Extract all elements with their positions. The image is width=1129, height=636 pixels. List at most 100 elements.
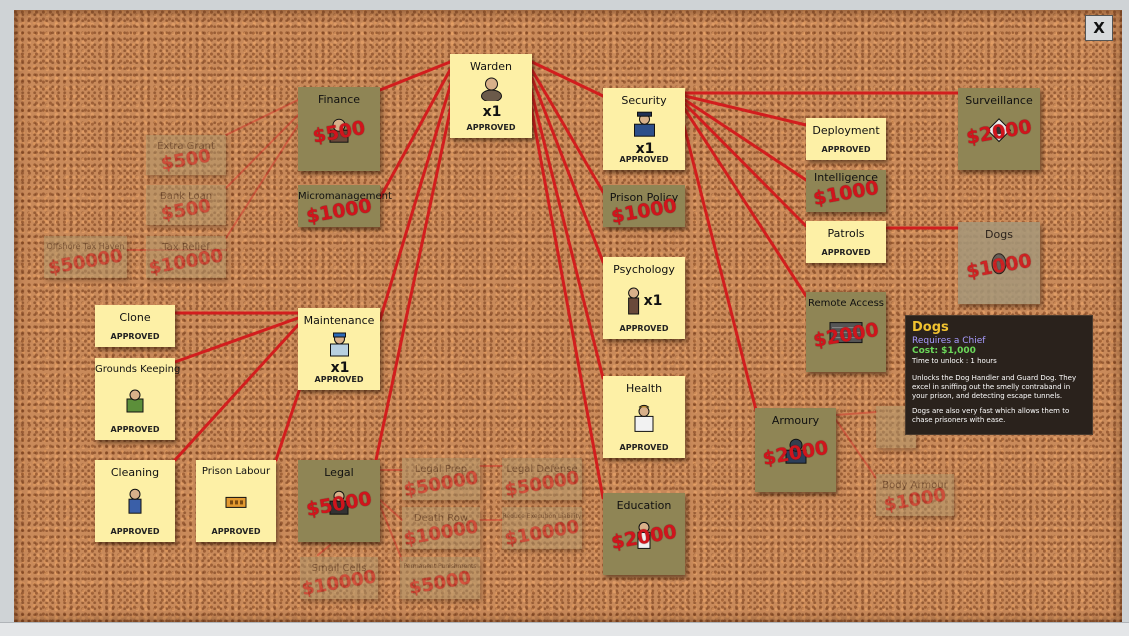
node-education[interactable]: Education $2000 (603, 493, 685, 575)
status-approved: APPROVED (211, 527, 261, 536)
staff-count: x1 (482, 103, 502, 120)
status-approved: APPROVED (466, 123, 516, 132)
teacher-icon (637, 521, 651, 549)
status-approved: APPROVED (619, 324, 669, 333)
node-title: Security (621, 94, 667, 107)
status-approved: APPROVED (619, 155, 669, 164)
node-security[interactable]: Security x1 APPROVED (603, 88, 685, 170)
chief-icon (633, 111, 655, 137)
node-title: Body Armour (882, 480, 948, 491)
node-title: Tax Relief (162, 242, 210, 253)
dog-icon (991, 253, 1007, 275)
education-portrait (635, 520, 653, 554)
status-approved: APPROVED (821, 145, 871, 154)
security-portrait: x1 (624, 110, 665, 157)
node-small-cells[interactable]: Small Cells $10000 (300, 557, 378, 600)
node-title: Psychology (613, 263, 675, 276)
node-finance[interactable]: Finance $500 (298, 87, 380, 171)
staff-count: x1 (643, 293, 663, 309)
node-death-row[interactable]: Death Row $10000 (402, 507, 480, 550)
staff-count: x1 (330, 359, 350, 376)
node-legal-defense[interactable]: Legal Defense $50000 (502, 458, 582, 501)
price-tag: $5000 (407, 567, 473, 600)
gardener-portrait (123, 387, 147, 417)
node-title: Permanent Punishments (403, 563, 477, 570)
node-title: Dogs (985, 228, 1013, 241)
node-title: Cleaning (110, 466, 160, 479)
node-dogs[interactable]: Dogs $1000 (958, 222, 1040, 304)
node-permanent-punishments[interactable]: Permanent Punishments $5000 (400, 557, 480, 599)
node-title: Death Row (413, 513, 469, 524)
node-remote-access[interactable]: Remote Access $2000 (806, 292, 886, 372)
node-offshore-tax-haven[interactable]: Offshore Tax Haven $50000 (44, 236, 127, 279)
node-title: Offshore Tax Haven (46, 242, 125, 251)
tooltip-description-2: Dogs are also very fast which allows the… (912, 407, 1070, 424)
node-body-armour[interactable]: Body Armour $1000 (876, 474, 954, 516)
psychologist-icon (628, 287, 640, 315)
node-deployment[interactable]: Deployment APPROVED (806, 118, 886, 160)
node-prison-policy[interactable]: Prison Policy $1000 (603, 185, 685, 228)
node-health[interactable]: Health APPROVED (603, 376, 685, 458)
camera-icon (986, 118, 1012, 143)
staff-count: x1 (635, 140, 655, 157)
node-maintenance[interactable]: Maintenance x1 APPROVED (298, 308, 380, 390)
lawyer-icon (329, 490, 349, 515)
server-icon (829, 322, 863, 344)
node-title: Grounds Keeping (95, 364, 181, 375)
tooltip-cost: Cost: $1,000 (912, 346, 976, 356)
dogs-portrait (990, 252, 1008, 280)
node-tax-relief[interactable]: Tax Relief $10000 (146, 236, 226, 279)
maintenance-portrait: x1 (319, 331, 360, 376)
node-extra-grant[interactable]: Extra Grant $500 (146, 135, 226, 175)
node-title: Education (616, 499, 672, 512)
tooltip-description: Unlocks the Dog Handler and Guard Dog. T… (912, 374, 1077, 400)
node-title: Extra Grant (157, 141, 215, 152)
warden-portrait: x1 (471, 75, 512, 120)
psychology-portrait: x1 (626, 286, 663, 316)
node-title: Bank Loan (159, 191, 213, 202)
node-bank-loan[interactable]: Bank Loan $500 (146, 185, 226, 225)
dogs-tooltip: Dogs Requires a Chief Cost: $1,000 Time … (905, 315, 1093, 435)
node-title: Legal Prep (414, 464, 468, 475)
armed-guard-icon (785, 438, 806, 464)
board-frame (0, 622, 1129, 636)
health-portrait (632, 403, 656, 437)
node-surveillance[interactable]: Surveillance $2000 (958, 88, 1040, 170)
node-micromanagement[interactable]: Micromanagement $1000 (298, 185, 392, 228)
node-prison-labour[interactable]: Prison Labour APPROVED (196, 460, 276, 542)
node-title: Remote Access (808, 298, 884, 309)
armoury-portrait (783, 437, 809, 469)
node-title: Maintenance (303, 314, 375, 327)
status-approved: APPROVED (110, 527, 160, 536)
node-title: Surveillance (965, 94, 1033, 107)
cleaning-portrait (126, 488, 144, 520)
node-title: Health (625, 382, 663, 395)
node-title: Legal (324, 466, 354, 479)
node-title: Patrols (827, 227, 865, 240)
node-legal[interactable]: Legal $5000 (298, 460, 380, 542)
node-intelligence[interactable]: Intelligence $1000 (806, 170, 886, 212)
node-psychology[interactable]: Psychology x1 APPROVED (603, 257, 685, 339)
node-grounds-keeping[interactable]: Grounds Keeping APPROVED (95, 358, 181, 440)
node-title: Warden (470, 60, 512, 73)
node-reduce-execution-liability[interactable]: Reduce Execution Liability $10000 (502, 507, 582, 550)
tooltip-title: Dogs (912, 320, 949, 335)
close-button[interactable]: X (1085, 15, 1113, 41)
foreman-icon (329, 332, 349, 357)
accountant-icon (329, 118, 349, 143)
node-title: Micromanagement (298, 191, 392, 202)
node-title: Prison Policy (609, 191, 679, 204)
node-armoury[interactable]: Armoury $2000 (755, 408, 836, 492)
node-clone[interactable]: Clone APPROVED (95, 305, 175, 347)
node-title: Reduce Execution Liability (502, 513, 582, 520)
surveillance-portrait (985, 116, 1013, 148)
node-cleaning[interactable]: Cleaning APPROVED (95, 460, 175, 542)
status-approved: APPROVED (110, 425, 160, 434)
node-legal-prep[interactable]: Legal Prep $50000 (402, 458, 480, 501)
legal-portrait (327, 488, 351, 520)
node-patrols[interactable]: Patrols APPROVED (806, 221, 886, 263)
node-warden[interactable]: Warden x1 APPROVED (450, 54, 532, 138)
node-title: Small Cells (311, 563, 367, 574)
remote-access-portrait (829, 322, 863, 348)
finance-portrait (326, 116, 352, 148)
